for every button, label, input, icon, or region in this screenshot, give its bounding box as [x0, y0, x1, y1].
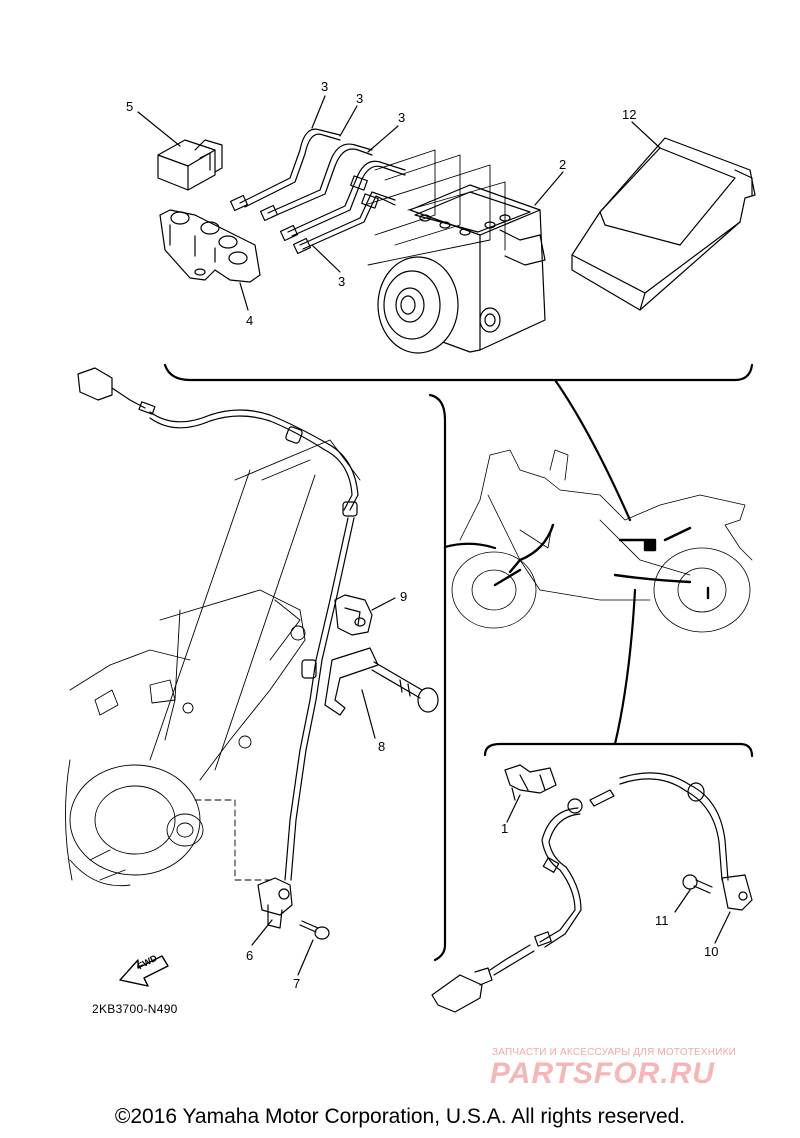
callout-5: 5	[126, 99, 134, 114]
abs-ecu-part-12	[571, 137, 756, 311]
front-wheel-sensor-part-6	[257, 877, 293, 929]
watermark-logo: PARTSFOR.RU	[490, 1057, 715, 1090]
bottom-right-bracket	[483, 742, 754, 758]
leader-9	[371, 597, 396, 611]
clip-part-1	[504, 764, 557, 801]
copyright-notice: ©2016 Yamaha Motor Corporation, U.S.A. A…	[114, 1105, 686, 1128]
leader-4	[239, 282, 249, 311]
callout-3: 3	[356, 91, 364, 106]
leader-3d	[311, 244, 341, 273]
bracket-pointer	[553, 378, 632, 522]
callout-4: 4	[246, 313, 254, 328]
brake-pipes-part-3	[229, 128, 406, 255]
callout-6: 6	[246, 948, 254, 963]
leader-12	[631, 121, 661, 149]
leader-7	[297, 939, 314, 976]
front-hub-outline	[65, 649, 204, 887]
fwd-arrow-icon	[119, 955, 169, 987]
bracket-part-8	[324, 647, 439, 716]
hidden-center-line	[194, 799, 273, 881]
leader-6	[251, 919, 273, 946]
callout-2: 2	[559, 157, 567, 172]
callout-10: 10	[704, 944, 719, 959]
callout-8: 8	[378, 739, 386, 754]
pipe-guide-lines	[364, 149, 506, 266]
callout-12: 12	[622, 107, 637, 122]
leader-1	[506, 794, 521, 823]
rear-sensor-lead	[431, 772, 753, 1013]
callout-3: 3	[398, 110, 406, 125]
front-sensor-pointer	[443, 542, 497, 550]
leader-2	[534, 171, 564, 206]
leader-10	[714, 911, 731, 944]
leader-3b	[339, 105, 358, 137]
callout-7: 7	[293, 976, 301, 991]
watermark-tagline: ЗАПЧАСТИ И АКСЕССУАРЫ ДЛЯ МОТОТЕХНИКИ	[492, 1047, 737, 1058]
vertical-divider	[428, 393, 447, 962]
callout-3: 3	[338, 274, 346, 289]
leader-5	[137, 111, 181, 147]
diagram-code: 2KB3700-N490	[92, 1002, 178, 1016]
front-fork-outline	[149, 439, 361, 781]
bolt-part-11	[682, 874, 713, 894]
callout-1: 1	[501, 821, 509, 836]
clip-part-9	[334, 594, 373, 636]
leader-8	[361, 689, 376, 739]
callout-9: 9	[400, 589, 408, 604]
connector-part-5	[157, 139, 223, 191]
top-region-bracket	[163, 363, 754, 382]
callout-11: 11	[655, 913, 669, 928]
leader-3a	[311, 95, 326, 129]
motorcycle-overview	[451, 449, 753, 633]
motorcycle-abs-parts-highlight	[493, 523, 710, 600]
bolt-part-7	[299, 920, 330, 940]
front-sensor-lead	[77, 367, 359, 881]
leader-11	[674, 889, 691, 913]
bottom-bracket-pointer	[613, 588, 637, 746]
joint-block-part-4	[159, 209, 261, 283]
leader-3c	[367, 125, 399, 153]
abs-hydraulic-unit-part-2	[377, 184, 546, 354]
callout-3: 3	[321, 79, 329, 94]
